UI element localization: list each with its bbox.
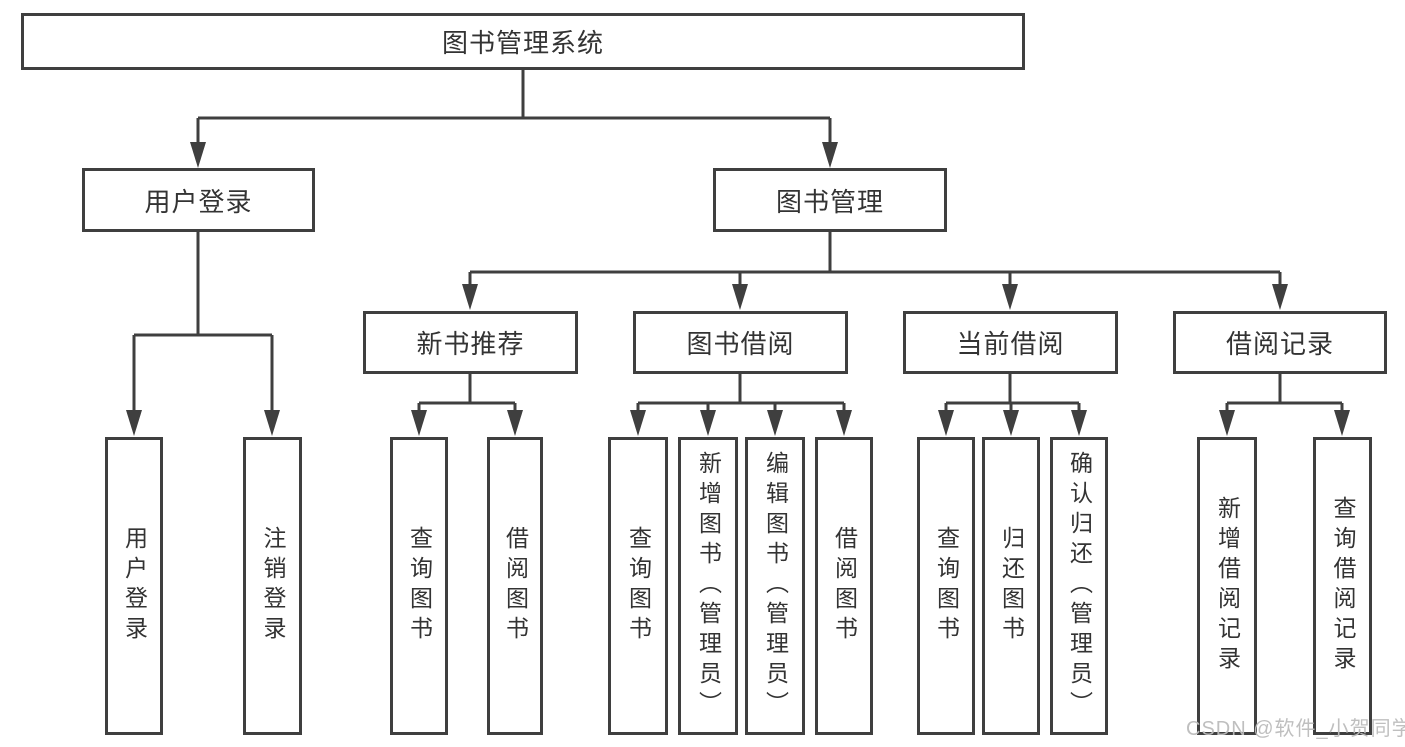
leaf-label: 查询图书 [933, 526, 960, 646]
csdn-watermark: CSDN @软件_小贺同学 [1186, 718, 1405, 740]
leaf-label: 注销登录 [260, 526, 286, 646]
node-leaf-user-login: 用户登录 [105, 437, 163, 735]
node-leaf-bb-borrow-books: 借阅图书 [815, 437, 873, 735]
node-leaf-nb-query-books: 查询图书 [390, 437, 448, 735]
leaf-label: 新增图书（管理员） [695, 451, 722, 721]
node-section-borrow-records: 借阅记录 [1173, 311, 1387, 374]
node-leaf-cb-query-books: 查询图书 [917, 437, 975, 735]
node-leaf-logout: 注销登录 [243, 437, 302, 735]
leaf-label: 查询借阅记录 [1330, 496, 1356, 676]
leaf-label: 借阅图书 [502, 526, 529, 646]
leaf-label: 归还图书 [998, 526, 1025, 646]
leaf-label: 查询图书 [625, 526, 652, 646]
leaf-label: 确认归还（管理员） [1066, 451, 1093, 721]
node-leaf-bb-add-books-admin: 新增图书（管理员） [678, 437, 738, 735]
leaf-label: 用户登录 [121, 526, 148, 646]
node-branch-user-login: 用户登录 [82, 168, 315, 232]
node-leaf-br-add-record: 新增借阅记录 [1197, 437, 1257, 735]
leaf-label: 查询图书 [406, 526, 433, 646]
node-leaf-bb-query-books: 查询图书 [608, 437, 668, 735]
node-branch-book-management: 图书管理 [713, 168, 947, 232]
node-section-new-book-recommend: 新书推荐 [363, 311, 578, 374]
node-leaf-cb-return-books: 归还图书 [982, 437, 1040, 735]
leaf-label: 借阅图书 [831, 526, 858, 646]
node-leaf-bb-edit-books-admin: 编辑图书（管理员） [745, 437, 805, 735]
node-root-system: 图书管理系统 [21, 13, 1025, 70]
node-leaf-br-query-record: 查询借阅记录 [1313, 437, 1372, 735]
node-section-book-borrow: 图书借阅 [633, 311, 848, 374]
node-section-current-borrow: 当前借阅 [903, 311, 1118, 374]
node-leaf-nb-borrow-books: 借阅图书 [487, 437, 543, 735]
node-leaf-cb-confirm-return-admin: 确认归还（管理员） [1050, 437, 1108, 735]
leaf-label: 编辑图书（管理员） [762, 451, 789, 721]
leaf-label: 新增借阅记录 [1214, 496, 1241, 676]
